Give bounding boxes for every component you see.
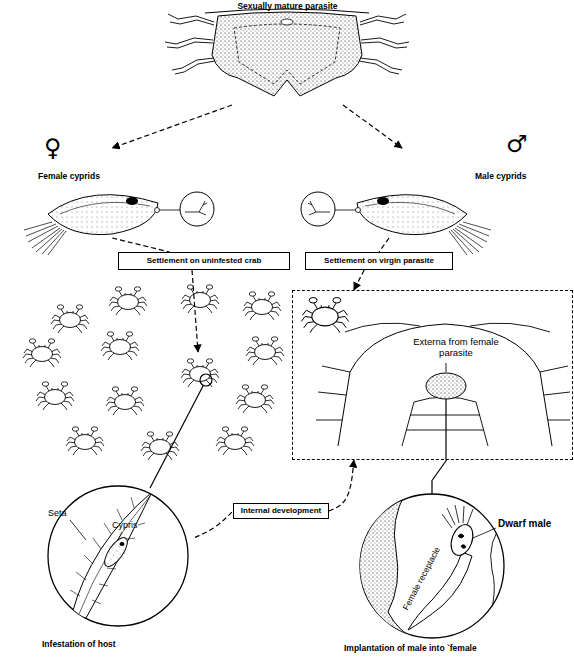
crab-icon <box>216 427 254 455</box>
crab-icon <box>109 287 147 315</box>
connector-arrow <box>329 460 354 511</box>
part-label: Cypris <box>112 520 138 530</box>
zoom-leader <box>432 399 446 494</box>
cyprid-illustration: Female cyprids <box>20 148 225 238</box>
crab-icon <box>51 305 89 333</box>
mantle-opening <box>281 19 293 25</box>
connector-arrow <box>343 105 402 148</box>
abdomen-outline <box>234 24 340 84</box>
part-label: Seta <box>48 508 67 518</box>
dashed-inset: Externa from female parasite <box>292 290 573 460</box>
zoom-marker <box>200 374 212 386</box>
dwarf-male <box>447 522 477 559</box>
cypris-eye <box>120 542 125 546</box>
externa <box>426 373 466 399</box>
connector-arrow <box>354 270 364 290</box>
crab-icon <box>106 387 144 415</box>
part-label: Externa from female parasite <box>406 337 506 359</box>
crab-icon <box>66 427 104 455</box>
connector-arrow <box>432 460 446 480</box>
panel-caption: Implantation of male into `female <box>344 644 477 654</box>
crab-icon <box>36 382 74 410</box>
crab-abdomen <box>402 397 488 446</box>
crab-sternum <box>338 324 552 446</box>
step-box: Internal development <box>233 503 329 519</box>
step-box: Settlement on virgin parasite <box>305 252 453 270</box>
settlement-arrow <box>192 270 198 352</box>
male-cells <box>458 534 466 548</box>
figure-title: Sexually mature parasite <box>195 2 380 12</box>
externa-body <box>212 12 362 96</box>
receptacle-wall <box>480 520 506 640</box>
zoom-circle <box>48 486 188 626</box>
crab-icon <box>301 298 349 333</box>
connector-arrow <box>112 105 232 148</box>
crab-icon <box>101 332 139 360</box>
host-tissue <box>358 492 420 642</box>
sex-symbol: ♀ <box>44 136 62 160</box>
crab-icon <box>246 337 284 365</box>
zoom-circle-panel: SetaCyprisInfestation of host <box>40 478 195 658</box>
zoom-leader <box>150 386 203 488</box>
target-crab <box>181 359 219 387</box>
seta-midrib <box>79 496 150 614</box>
crab-icon <box>243 292 281 320</box>
crab-icon <box>181 285 219 313</box>
sex-symbol: ♂ <box>506 132 528 156</box>
crab-legs <box>359 14 409 74</box>
leader-line <box>473 528 496 538</box>
step-label: Settlement on virgin parasite <box>306 256 452 265</box>
figure-title: Male cyprids <box>475 172 527 182</box>
female-cyprid <box>24 192 214 255</box>
part-label: Female receptacle <box>397 537 448 621</box>
crab-icon <box>236 385 274 413</box>
step-label: Internal development <box>234 506 328 515</box>
step-box: Settlement on uninfested crab <box>118 252 290 270</box>
figure-title: Female cyprids <box>38 172 100 182</box>
connector-arrow <box>379 238 389 252</box>
part-label: Dwarf male <box>498 518 551 530</box>
male-bristles <box>442 505 473 528</box>
parasite-illustration: Sexually mature parasite <box>195 2 380 105</box>
cyprid-illustration: Male cyprids <box>285 148 545 238</box>
connector-arrow <box>195 511 233 537</box>
crab-icon <box>141 432 179 460</box>
seta-barbs <box>70 497 145 604</box>
pointer-line <box>446 363 447 372</box>
crab-legs <box>316 323 570 420</box>
crab-icon <box>23 339 61 367</box>
crab-legs <box>165 14 215 74</box>
male-cyprid <box>301 192 491 255</box>
step-label: Settlement on uninfested crab <box>119 256 289 265</box>
connector-arrow <box>112 238 169 252</box>
zoom-circle-panel: Dwarf maleFemale receptacleImplantation … <box>338 480 574 660</box>
cypris <box>101 534 132 570</box>
panel-caption: Infestation of host <box>42 640 116 650</box>
